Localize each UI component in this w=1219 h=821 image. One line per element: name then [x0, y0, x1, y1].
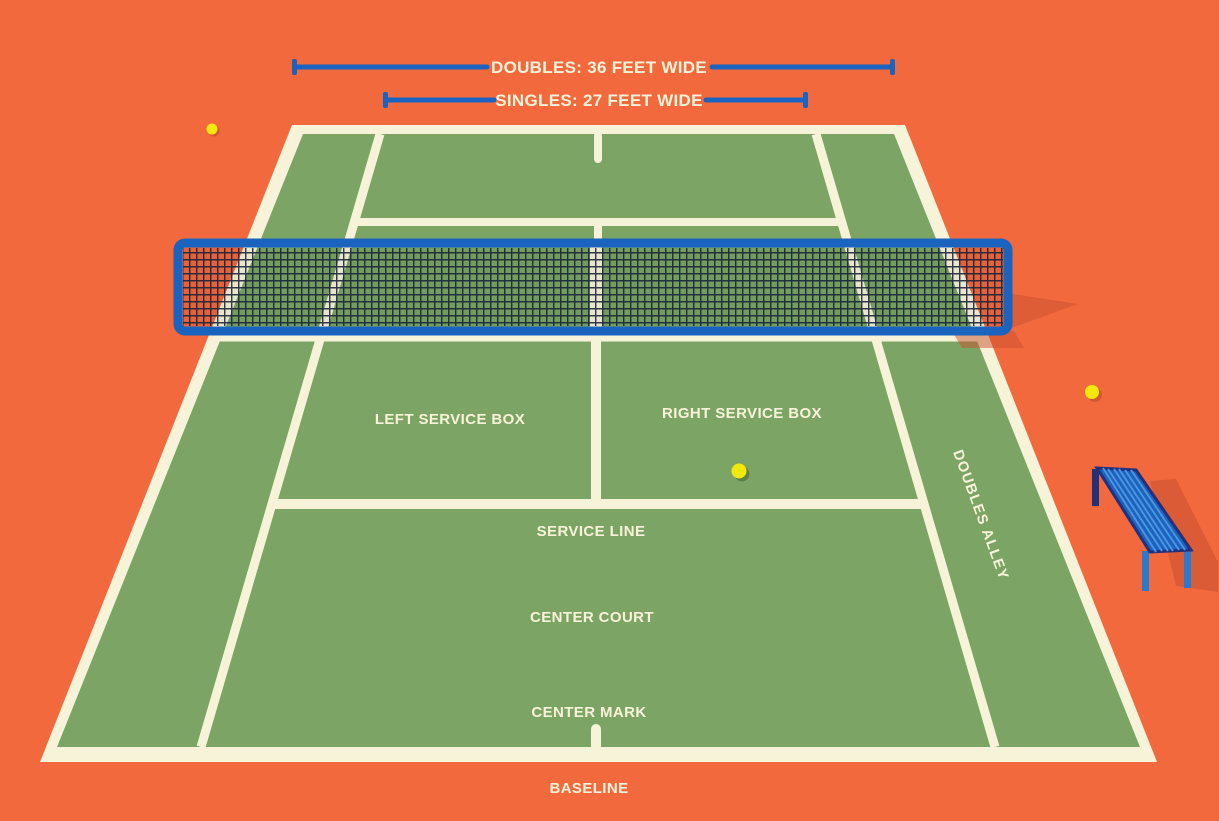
doubles-measure-label: DOUBLES: 36 FEET WIDE [491, 58, 707, 77]
bench-front-left-leg [1142, 551, 1149, 591]
left-singles-sideline [196, 132, 385, 749]
net-frame [173, 238, 1013, 336]
ball-icon [1085, 385, 1099, 399]
tennis-ball-service-box [731, 463, 750, 482]
ball-icon [731, 463, 747, 479]
net-mesh-tint [183, 248, 1003, 326]
singles-measure-label: SINGLES: 27 FEET WIDE [495, 91, 703, 110]
net-mesh [183, 248, 1003, 326]
bench-slats [1102, 467, 1186, 553]
center-court-label: CENTER COURT [530, 609, 654, 626]
tennis-net [173, 238, 1078, 348]
right-service-box-label: RIGHT SERVICE BOX [662, 405, 822, 422]
service-line-label: SERVICE LINE [537, 523, 646, 540]
center-mark-label: CENTER MARK [531, 704, 646, 721]
left-service-box-label: LEFT SERVICE BOX [375, 411, 525, 428]
right-singles-sideline [811, 132, 1000, 749]
tennis-ball-top-left [206, 123, 220, 137]
net-shadow [1006, 293, 1078, 330]
singles-measure: SINGLES: 27 FEET WIDE [383, 91, 808, 110]
doubles-measure: DOUBLES: 36 FEET WIDE [292, 58, 895, 77]
bench-front-right-leg [1184, 549, 1191, 588]
baseline-label: BASELINE [549, 780, 628, 797]
bench-back-leg [1092, 469, 1099, 506]
tennis-ball-right [1085, 385, 1102, 402]
bench [1092, 466, 1218, 592]
ball-icon [206, 123, 218, 135]
bench-shadow [1150, 479, 1218, 592]
